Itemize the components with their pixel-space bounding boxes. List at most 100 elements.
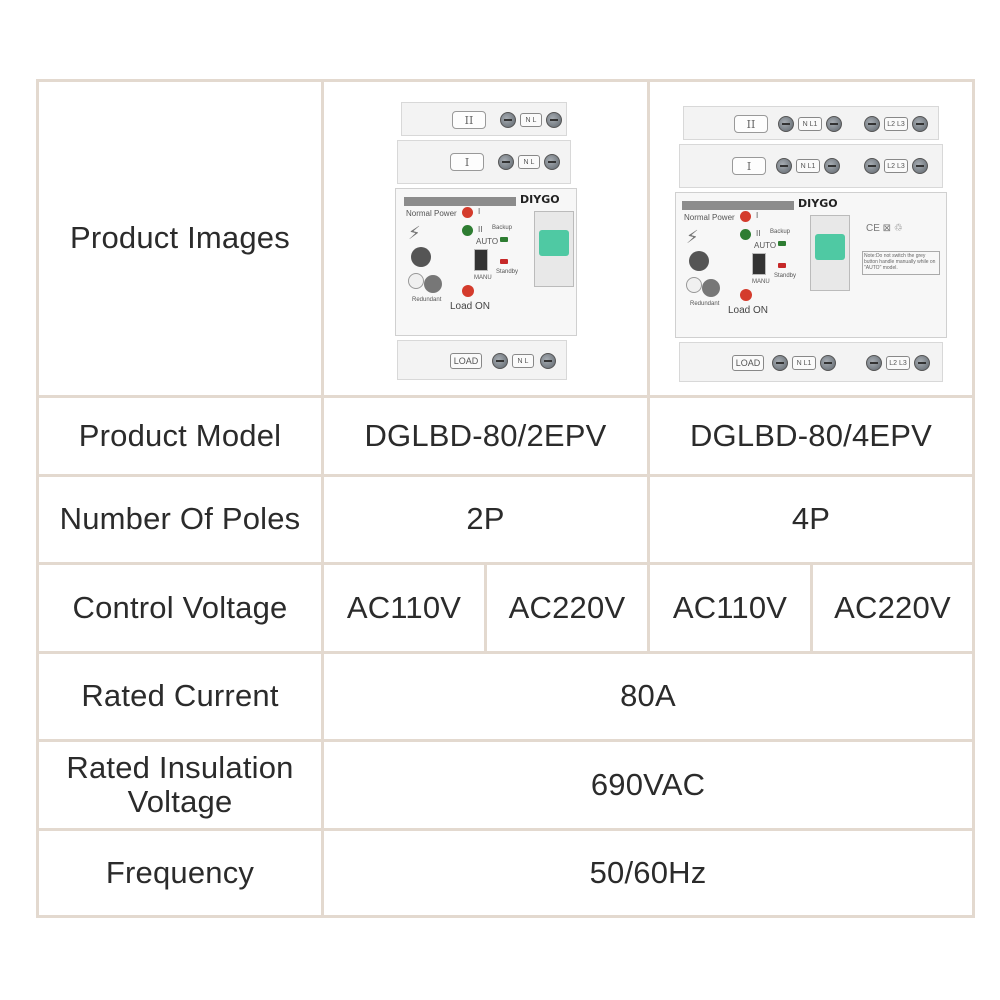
standby-label: Standby xyxy=(496,269,519,275)
label-line: Voltage xyxy=(127,784,233,819)
lever-handle xyxy=(815,234,845,260)
load-on-label: Load ON xyxy=(450,301,491,312)
roman-label: II xyxy=(734,115,768,133)
standby-label: Standby xyxy=(774,273,797,279)
row-divider xyxy=(39,739,972,742)
terminal-tag: L2 L3 xyxy=(886,356,910,370)
row-divider xyxy=(39,474,972,477)
row-label-product-images: Product Images xyxy=(70,220,290,256)
terminal-screw-icon xyxy=(864,158,880,174)
frequency-cell: 50/60Hz xyxy=(589,854,707,890)
terminal-tag: L2 L3 xyxy=(884,117,908,131)
house-icon xyxy=(702,279,720,297)
row-label-product-model: Product Model xyxy=(78,417,282,453)
terminal-screw-icon xyxy=(772,355,788,371)
voltage-4p-220-cell: AC220V xyxy=(834,589,951,625)
roman-label: I xyxy=(450,153,484,171)
terminal-screw-icon xyxy=(492,353,508,369)
status-led-green xyxy=(500,237,508,242)
row-label-rated-insulation-voltage: Rated Insulation Voltage xyxy=(39,742,321,828)
bottom-module: LOAD N L xyxy=(397,340,567,380)
terminal-tag: N L1 xyxy=(792,356,816,370)
status-led-red xyxy=(500,259,508,264)
terminal-tag: N L1 xyxy=(798,117,822,131)
auto-label: AUTO xyxy=(754,241,777,250)
terminal-screw-icon xyxy=(544,154,560,170)
status-led-green xyxy=(778,241,786,246)
model-4p-cell: DGLBD-80/4EPV xyxy=(689,417,933,453)
column-divider xyxy=(484,565,487,654)
terminal-screw-icon xyxy=(776,158,792,174)
terminal-screw-icon xyxy=(866,355,882,371)
terminal-screw-icon xyxy=(778,116,794,132)
source-two-label: II xyxy=(756,229,761,238)
column-divider xyxy=(647,82,650,654)
tower-icon: ⚡ xyxy=(686,227,699,247)
column-divider xyxy=(810,565,813,654)
power-source-icon xyxy=(411,247,431,267)
middle-module: I N L xyxy=(397,140,571,184)
terminal-screw-icon xyxy=(914,355,930,371)
terminal-tag: N L1 xyxy=(796,159,820,173)
brand-bar xyxy=(682,201,794,210)
row-label-number-of-poles: Number Of Poles xyxy=(59,501,301,537)
tower-icon: ⚡ xyxy=(408,223,421,243)
brand-logo: DIYGO xyxy=(798,197,838,210)
load-tag: LOAD xyxy=(732,355,764,371)
load-tag: LOAD xyxy=(450,353,482,369)
breaker-handle xyxy=(810,215,850,291)
terminal-tag: N L xyxy=(512,354,534,368)
load-on-led xyxy=(740,289,752,301)
breaker-2p-image: II N L I N L DIYGO Normal Power ⚡ I II A… xyxy=(395,100,577,382)
terminal-screw-icon xyxy=(500,112,516,128)
auto-label: AUTO xyxy=(476,237,499,246)
row-divider xyxy=(39,395,972,398)
redundant-label: Redundant xyxy=(690,301,720,307)
voltage-2p-220-cell: AC220V xyxy=(508,589,626,625)
manual-label: MANU xyxy=(474,275,492,281)
poles-2p-cell: 2P xyxy=(466,501,505,537)
terminal-tag: L2 L3 xyxy=(884,159,908,173)
sun-icon xyxy=(686,277,702,293)
front-panel: DIYGO Normal Power ⚡ I II AUTO Backup MA… xyxy=(675,192,947,338)
mode-switch xyxy=(752,253,766,275)
top-module: II N L xyxy=(401,102,567,136)
terminal-screw-icon xyxy=(498,154,514,170)
roman-label: I xyxy=(732,157,766,175)
voltage-2p-110-cell: AC110V xyxy=(346,589,462,625)
top-module: II N L1 L2 L3 xyxy=(683,106,939,140)
row-divider xyxy=(39,651,972,654)
terminal-tag: N L xyxy=(520,113,542,127)
source-one-label: I xyxy=(478,207,481,216)
voltage-4p-110-cell: AC110V xyxy=(672,589,788,625)
warning-note: Note:Do not switch the grey button handl… xyxy=(862,251,940,275)
row-divider xyxy=(39,828,972,831)
terminal-screw-icon xyxy=(826,116,842,132)
insulation-voltage-cell: 690VAC xyxy=(590,766,706,802)
source-one-label: I xyxy=(756,211,759,220)
backup-label: Backup xyxy=(770,229,791,235)
source-two-led xyxy=(462,225,473,236)
terminal-tag: N L xyxy=(518,155,540,169)
row-label-control-voltage: Control Voltage xyxy=(72,589,288,625)
breaker-4p-image: II N L1 L2 L3 I N L1 L2 L3 DIYGO Normal … xyxy=(675,104,947,384)
bottom-module: LOAD N L1 L2 L3 xyxy=(679,342,943,382)
sun-icon xyxy=(408,273,424,289)
certification-marks: CE ⊠ ♲ xyxy=(866,223,903,234)
terminal-screw-icon xyxy=(824,158,840,174)
terminal-screw-icon xyxy=(864,116,880,132)
poles-4p-cell: 4P xyxy=(791,501,831,537)
status-led-red xyxy=(778,263,786,268)
source-two-label: II xyxy=(478,225,483,234)
power-source-icon xyxy=(689,251,709,271)
redundant-label: Redundant xyxy=(412,297,442,303)
source-two-led xyxy=(740,229,751,240)
brand-logo: DIYGO xyxy=(520,193,560,206)
model-2p-cell: DGLBD-80/2EPV xyxy=(364,417,607,453)
lever-handle xyxy=(539,230,569,256)
label-line: Rated Insulation xyxy=(66,749,294,785)
row-label-rated-current: Rated Current xyxy=(81,678,279,714)
middle-module: I N L1 L2 L3 xyxy=(679,144,943,188)
normal-power-label: Normal Power xyxy=(406,209,457,218)
mode-switch xyxy=(474,249,488,271)
